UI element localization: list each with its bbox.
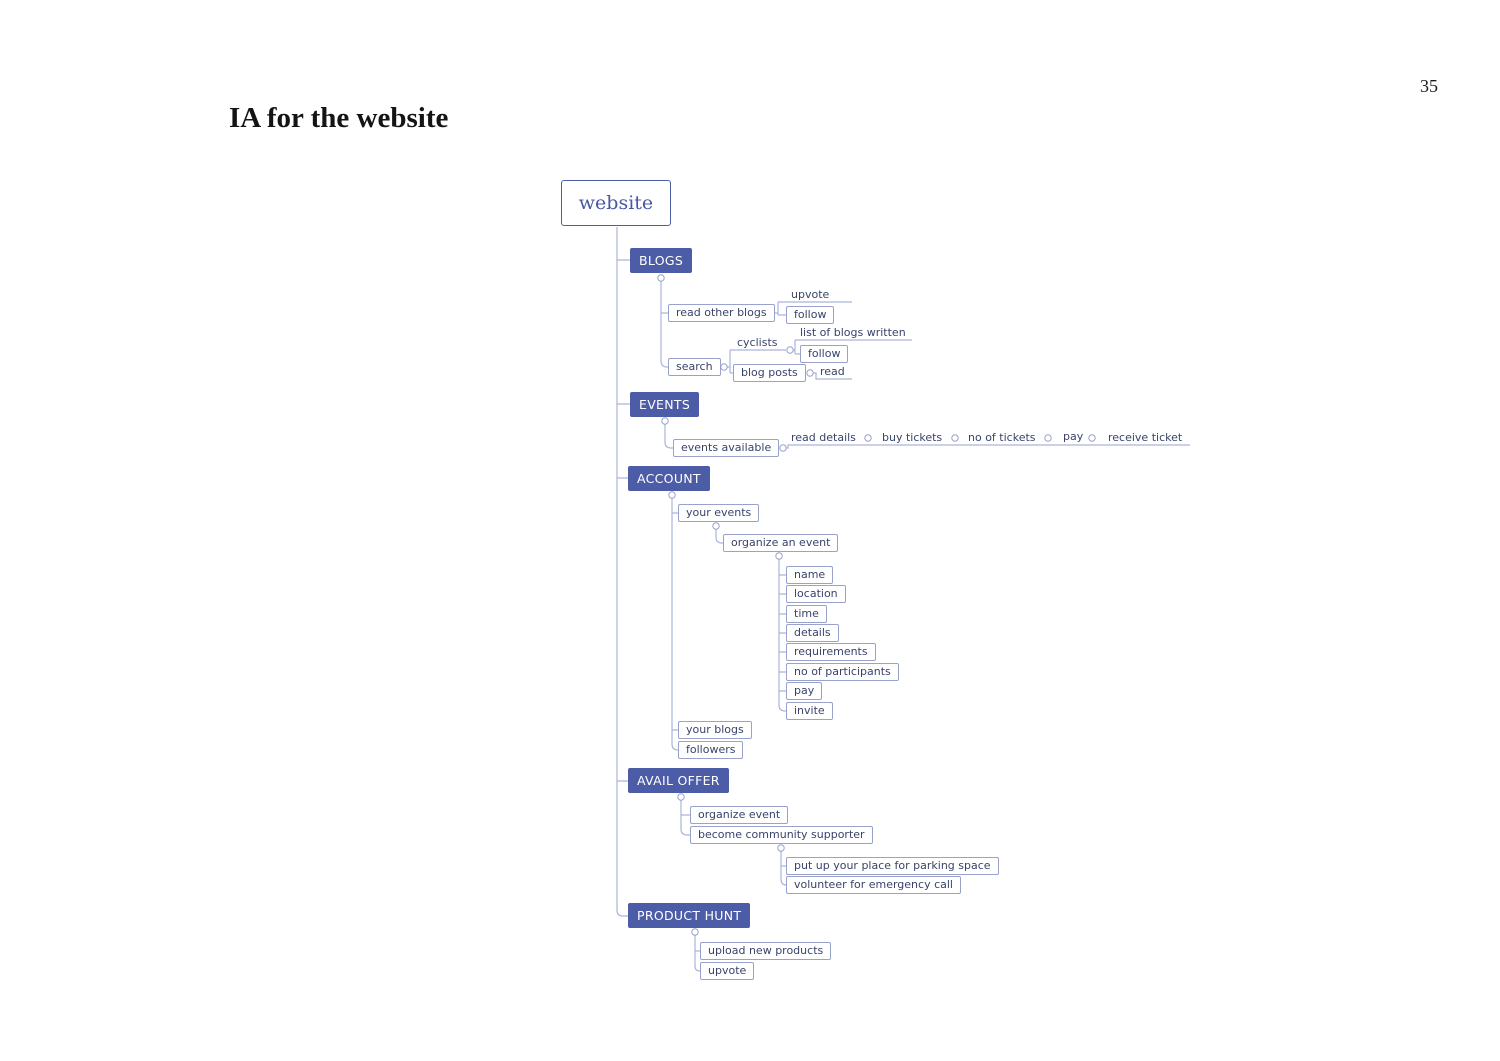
node-followers: followers (678, 741, 744, 759)
node-pay-step: pay (1063, 430, 1084, 443)
node-upvote-blog: upvote (791, 288, 830, 301)
node-cyclists: cyclists (737, 336, 778, 349)
node-your-blogs: your blogs (678, 721, 752, 739)
section-blogs: BLOGS (630, 248, 693, 273)
node-event-location: location (786, 585, 846, 603)
page-title: IA for the website (229, 102, 449, 134)
node-event-invite: invite (786, 702, 833, 720)
node-receive-ticket: receive ticket (1108, 431, 1183, 444)
node-your-events: your events (678, 504, 760, 522)
section-avail-offer: AVAIL OFFER (628, 768, 729, 793)
section-product-hunt: PRODUCT HUNT (628, 903, 751, 928)
node-blog-posts: blog posts (733, 364, 806, 382)
node-buy-tickets: buy tickets (882, 431, 943, 444)
node-search: search (668, 358, 721, 376)
node-event-time: time (786, 605, 827, 623)
node-list-of-blogs-written: list of blogs written (800, 326, 906, 339)
node-event-name: name (786, 566, 834, 584)
node-event-requirements: requirements (786, 643, 876, 661)
node-follow-blogger: follow (786, 306, 835, 324)
node-put-up-parking-space: put up your place for parking space (786, 857, 999, 875)
node-volunteer-emergency-call: volunteer for emergency call (786, 876, 961, 894)
node-follow-cyclist: follow (800, 345, 849, 363)
node-organize-an-event: organize an event (723, 534, 839, 552)
page-number: 35 (1420, 76, 1438, 96)
node-event-details: details (786, 624, 839, 642)
node-event-pay: pay (786, 682, 823, 700)
node-upload-new-products: upload new products (700, 942, 832, 960)
section-account: ACCOUNT (628, 466, 710, 491)
node-organize-event: organize event (690, 806, 789, 824)
node-read-other-blogs: read other blogs (668, 304, 775, 322)
node-event-participants: no of participants (786, 663, 899, 681)
node-read-details: read details (791, 431, 856, 444)
node-no-of-tickets: no of tickets (968, 431, 1036, 444)
node-become-community-supporter: become community supporter (690, 826, 873, 844)
section-events: EVENTS (630, 392, 700, 417)
node-read: read (820, 365, 845, 378)
node-events-available: events available (673, 439, 780, 457)
node-website: website (561, 180, 671, 226)
node-upvote-product: upvote (700, 962, 755, 980)
